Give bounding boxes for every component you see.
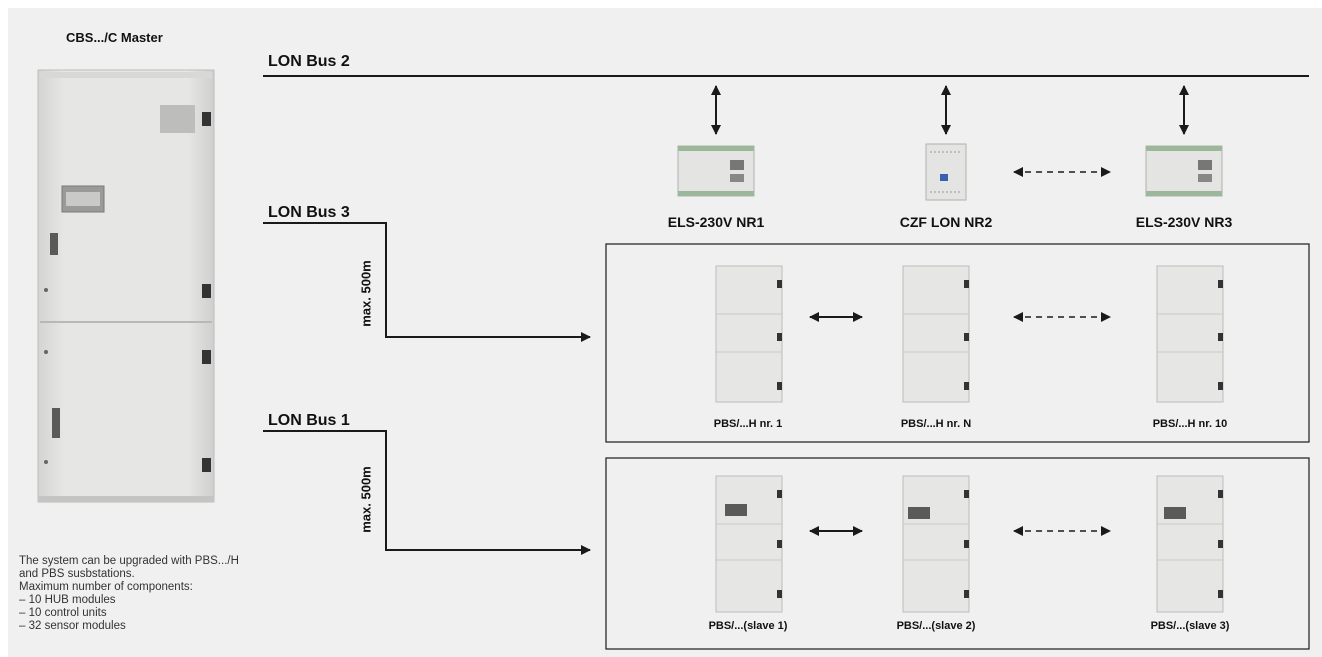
unit-label: PBS/...(slave 1) bbox=[708, 620, 788, 632]
device-label: ELS-230V NR1 bbox=[667, 214, 765, 230]
note-line: The system can be upgraded with PBS.../H bbox=[19, 555, 239, 567]
note-line: Maximum number of components: bbox=[19, 581, 193, 593]
pbs-slave-cabinet-image bbox=[902, 475, 970, 613]
unit-label: PBS/...(slave 2) bbox=[896, 620, 976, 632]
bus3-label: LON Bus 3 bbox=[268, 204, 350, 221]
note-line: – 10 HUB modules bbox=[19, 594, 116, 606]
unit-label: PBS/...H nr. 10 bbox=[1152, 418, 1228, 430]
note-line: and PBS susbstations. bbox=[19, 568, 135, 580]
unit-label: PBS/...(slave 3) bbox=[1150, 620, 1230, 632]
bus1-label: LON Bus 1 bbox=[268, 412, 350, 429]
pbs-h-cabinet-image bbox=[902, 265, 970, 403]
unit-label: PBS/...H nr. N bbox=[900, 418, 972, 430]
diagram-panel bbox=[8, 8, 1322, 657]
bus2-label: LON Bus 2 bbox=[268, 53, 350, 70]
bus1-line bbox=[263, 430, 591, 555]
pbs-slave-cabinet-image bbox=[715, 475, 783, 613]
czf-module-image bbox=[925, 143, 967, 201]
bus3-line bbox=[263, 222, 591, 342]
device-label: CZF LON NR2 bbox=[899, 214, 993, 230]
master-cabinet-image bbox=[37, 69, 215, 503]
device-label: ELS-230V NR3 bbox=[1135, 214, 1233, 230]
note-line: – 10 control units bbox=[19, 607, 107, 619]
bus3-group-box bbox=[605, 243, 1310, 443]
els-module-image bbox=[677, 145, 755, 197]
unit-label: PBS/...H nr. 1 bbox=[713, 418, 783, 430]
note-line: – 32 sensor modules bbox=[19, 620, 126, 632]
bus1-group-box bbox=[605, 457, 1310, 650]
els-module-image bbox=[1145, 145, 1223, 197]
bus3-distance-label: max. 500m bbox=[358, 260, 374, 327]
pbs-h-cabinet-image bbox=[715, 265, 783, 403]
master-title: CBS.../C Master bbox=[66, 30, 163, 45]
system-note: The system can be upgraded with PBS.../H… bbox=[19, 555, 239, 633]
pbs-h-cabinet-image bbox=[1156, 265, 1224, 403]
pbs-slave-cabinet-image bbox=[1156, 475, 1224, 613]
bus1-distance-label: max. 500m bbox=[358, 466, 374, 533]
